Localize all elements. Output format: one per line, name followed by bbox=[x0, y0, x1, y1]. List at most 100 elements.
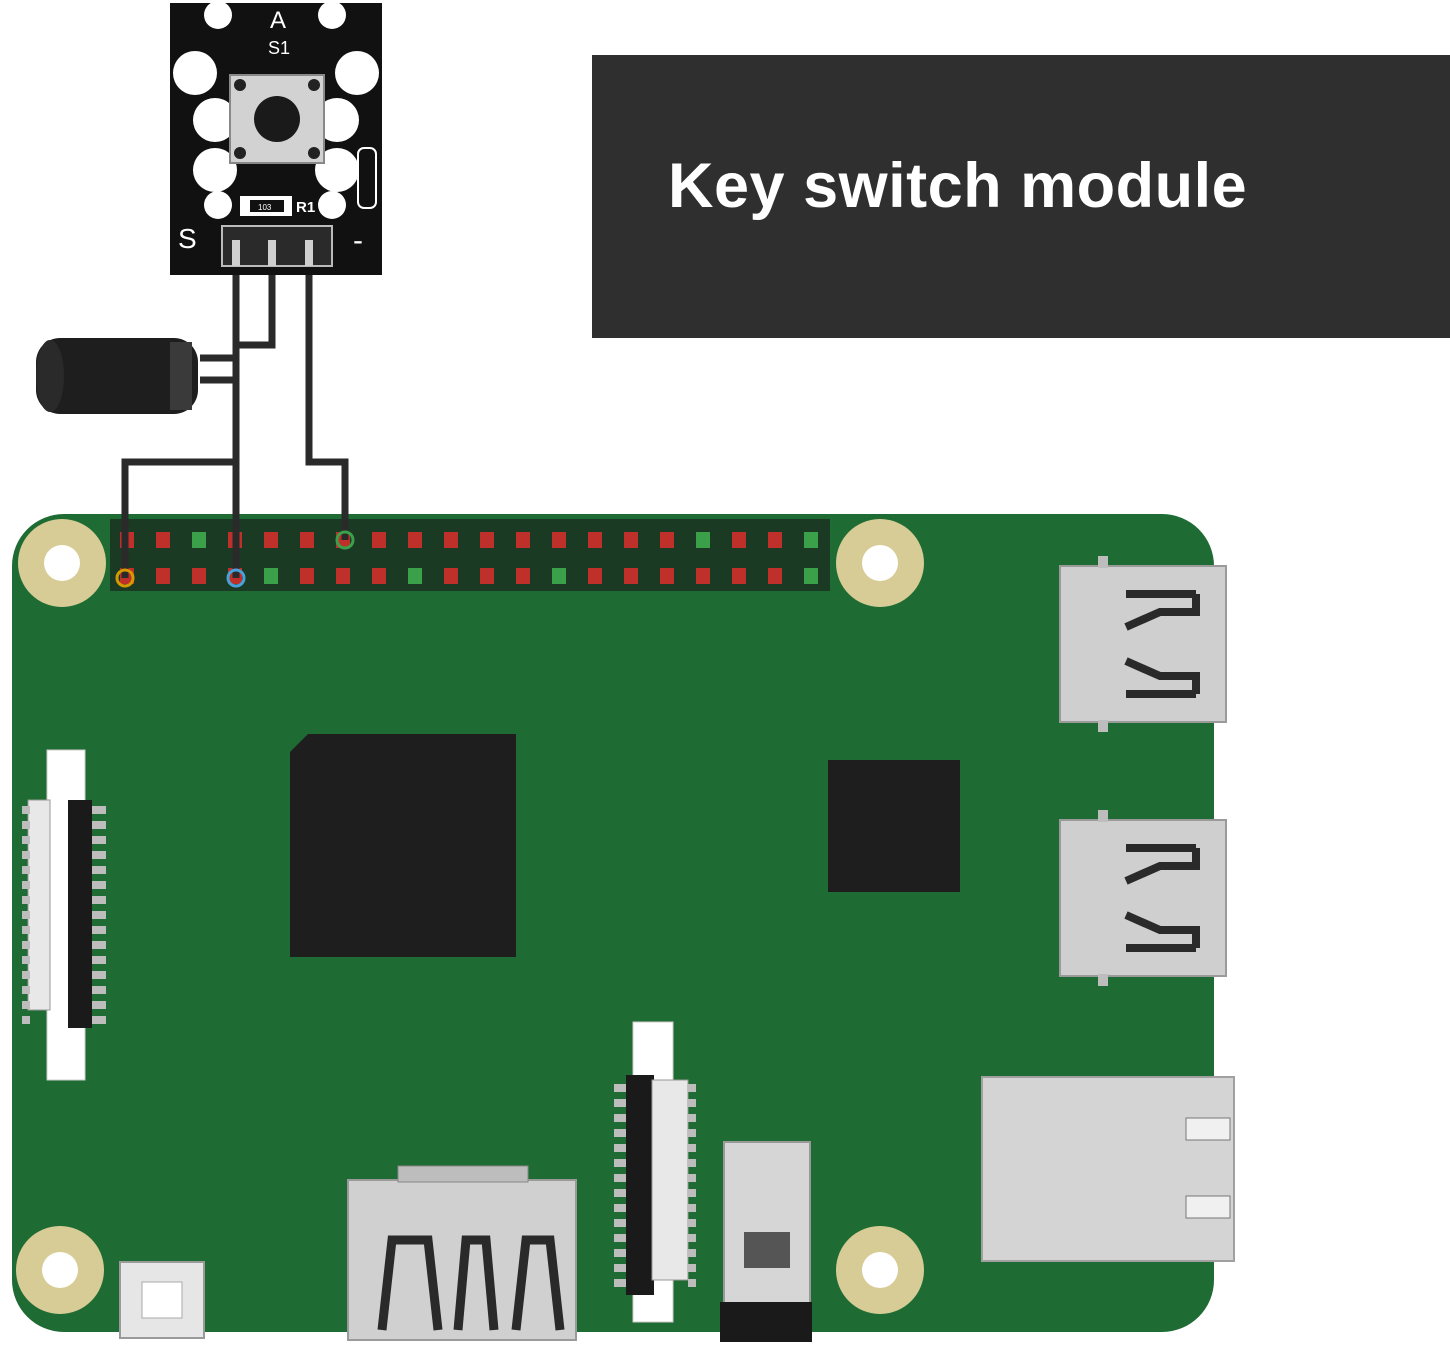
connector-contact bbox=[92, 881, 106, 889]
connector-contact bbox=[22, 821, 30, 829]
connector-contact bbox=[92, 836, 106, 844]
connector-contact bbox=[22, 806, 30, 814]
resistor-silk-label: R1 bbox=[296, 199, 315, 216]
hdmi-port bbox=[347, 1165, 577, 1341]
camera-connector-contacts bbox=[614, 1084, 696, 1287]
connector-contact bbox=[614, 1219, 626, 1227]
connector-contact bbox=[22, 881, 30, 889]
ethernet-port bbox=[981, 1076, 1235, 1262]
connector-contact bbox=[92, 941, 106, 949]
mount-hole-top-right bbox=[836, 519, 924, 607]
capacitor-leads bbox=[200, 354, 236, 384]
connector-contact bbox=[614, 1114, 626, 1122]
connector-contact bbox=[688, 1279, 696, 1287]
gpio-pin bbox=[768, 532, 782, 548]
camera-connector bbox=[614, 1021, 696, 1323]
push-button bbox=[229, 74, 325, 164]
gpio-pin bbox=[660, 568, 674, 584]
connector-contact bbox=[92, 1016, 106, 1024]
ground-pin-highlight bbox=[335, 530, 355, 550]
gpio-pin bbox=[588, 532, 602, 548]
connector-contact bbox=[614, 1204, 626, 1212]
title-banner: Key switch module bbox=[592, 55, 1450, 338]
connector-contact bbox=[688, 1159, 696, 1167]
connector-contact bbox=[688, 1174, 696, 1182]
gpio-pin bbox=[732, 532, 746, 548]
raspberry-pi-board bbox=[12, 514, 1235, 1342]
wire-vcc-path bbox=[232, 262, 276, 578]
gpio-pin bbox=[516, 532, 530, 548]
board-pcb bbox=[12, 514, 1214, 1332]
display-connector bbox=[22, 749, 106, 1081]
usb-port-bottom bbox=[1059, 810, 1227, 986]
gpio-pin bbox=[192, 532, 206, 548]
connector-contact bbox=[22, 1001, 30, 1009]
connector-contact bbox=[688, 1129, 696, 1137]
connection-wires bbox=[121, 262, 349, 578]
connector-contact bbox=[614, 1249, 626, 1257]
micro-usb-power-port bbox=[119, 1261, 205, 1339]
wire-ground bbox=[305, 262, 349, 540]
connector-contact bbox=[614, 1084, 626, 1092]
module-silk-s1: S1 bbox=[268, 38, 290, 58]
gpio-pin bbox=[156, 568, 170, 584]
connector-contact bbox=[688, 1249, 696, 1257]
connector-contact bbox=[92, 896, 106, 904]
gpio-pin bbox=[300, 532, 314, 548]
connector-contact bbox=[22, 926, 30, 934]
gpio-pin bbox=[624, 568, 638, 584]
connector-contact bbox=[22, 986, 30, 994]
gpio-pin bbox=[552, 568, 566, 584]
gpio-pin bbox=[732, 568, 746, 584]
gpio-pin bbox=[444, 532, 458, 548]
display-connector-contacts bbox=[22, 806, 106, 1024]
connector-contact bbox=[688, 1219, 696, 1227]
connector-contact bbox=[92, 926, 106, 934]
gpio-pin bbox=[624, 532, 638, 548]
gpio-pin bbox=[300, 568, 314, 584]
gpio-pin bbox=[516, 568, 530, 584]
connector-contact bbox=[22, 1016, 30, 1024]
connector-contact bbox=[688, 1084, 696, 1092]
gpio-pin bbox=[552, 532, 566, 548]
gpio-pin bbox=[804, 568, 818, 584]
connector-contact bbox=[92, 911, 106, 919]
key-switch-module: 103 R1 A S1 S - bbox=[170, 1, 382, 275]
gpio-pin bbox=[696, 568, 710, 584]
gpio-pin bbox=[480, 532, 494, 548]
connector-contact bbox=[614, 1144, 626, 1152]
vcc-pin-highlight bbox=[226, 568, 246, 588]
connector-contact bbox=[614, 1264, 626, 1272]
connector-contact bbox=[688, 1234, 696, 1242]
connector-contact bbox=[22, 851, 30, 859]
gpio-pin bbox=[156, 532, 170, 548]
connector-contact bbox=[688, 1144, 696, 1152]
gpio-pin bbox=[480, 568, 494, 584]
connector-contact bbox=[22, 836, 30, 844]
connector-contact bbox=[688, 1099, 696, 1107]
gpio-pin bbox=[588, 568, 602, 584]
pin-minus-label: - bbox=[353, 224, 363, 257]
gpio-pin bbox=[804, 532, 818, 548]
connector-contact bbox=[614, 1159, 626, 1167]
connector-contact bbox=[22, 941, 30, 949]
connector-contact bbox=[92, 971, 106, 979]
connector-contact bbox=[92, 821, 106, 829]
gpio-pin bbox=[264, 532, 278, 548]
soc-chip bbox=[290, 734, 516, 957]
connector-contact bbox=[614, 1279, 626, 1287]
gpio-pin bbox=[372, 532, 386, 548]
connector-contact bbox=[614, 1129, 626, 1137]
connector-contact bbox=[688, 1114, 696, 1122]
gpio-pin bbox=[768, 568, 782, 584]
capacitor bbox=[36, 338, 198, 414]
usb-controller-chip bbox=[828, 760, 960, 892]
connector-contact bbox=[614, 1234, 626, 1242]
connector-contact bbox=[92, 851, 106, 859]
connector-contact bbox=[22, 911, 30, 919]
gpio-pin bbox=[264, 568, 278, 584]
connector-contact bbox=[614, 1099, 626, 1107]
connector-contact bbox=[92, 956, 106, 964]
usb-port-top bbox=[1059, 556, 1227, 732]
